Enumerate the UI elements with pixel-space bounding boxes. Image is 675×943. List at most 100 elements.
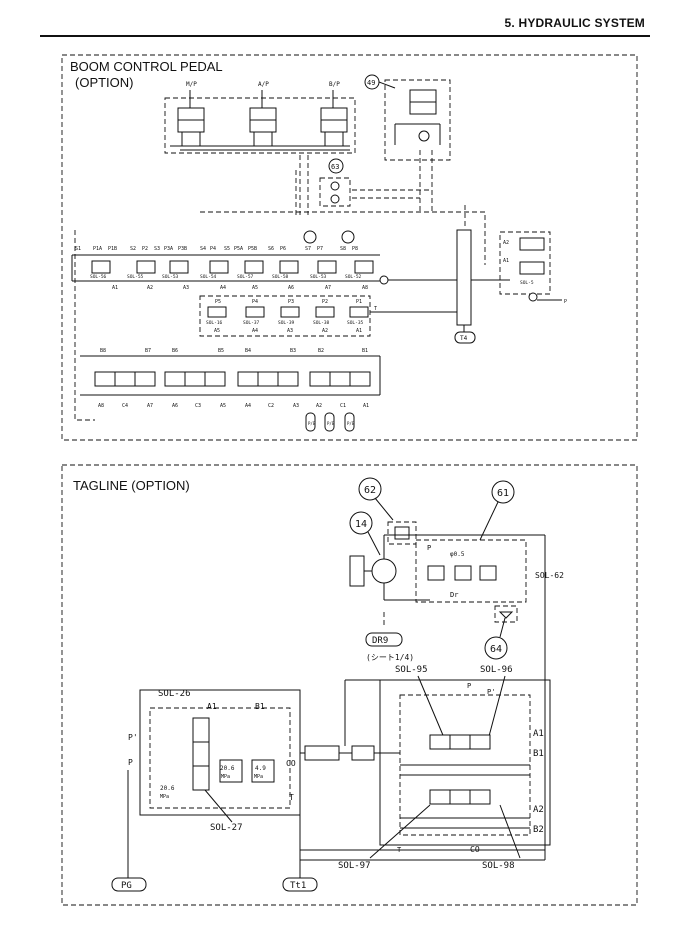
block61-orifice: φ0.5 bbox=[450, 551, 465, 558]
shuttle-63-group: 63 bbox=[319, 158, 351, 207]
row1-top-s7: S7 bbox=[305, 246, 311, 252]
row1-top-p5b: P5B bbox=[248, 246, 257, 252]
valve-block-61: P φ0.5 Dr SOL-62 bbox=[384, 534, 564, 680]
tagline-callouts: 62 61 14 64 bbox=[349, 477, 515, 660]
row1-top-s3: S3 bbox=[154, 246, 160, 252]
row3-top-b4: B4 bbox=[245, 348, 251, 354]
sol62-label: SOL-62 bbox=[535, 571, 564, 580]
motor-14 bbox=[349, 535, 397, 628]
right-block-pprime: P' bbox=[487, 688, 495, 696]
row3-top-b5: B5 bbox=[218, 348, 224, 354]
block61-p-label: P bbox=[427, 544, 431, 552]
row2-valves: P5 P4 P3 P2 P1 SOL-16 SOL-37 SOL-39 SOL-… bbox=[199, 295, 457, 337]
row3-bottom-a1: A1 bbox=[363, 403, 369, 409]
header-rule bbox=[40, 35, 650, 37]
pv-label-2: P/B bbox=[327, 421, 335, 426]
block61-dr: Dr bbox=[450, 591, 458, 599]
pedal-valves: M/P A/P B/P bbox=[170, 81, 350, 151]
row2-top-p2: P2 bbox=[322, 299, 328, 305]
row3-top-b1: B1 bbox=[362, 348, 368, 354]
sol26-label: SOL-26 bbox=[158, 689, 191, 699]
row3-bottom-a6: A6 bbox=[172, 403, 178, 409]
right-block-a2: A2 bbox=[533, 805, 544, 815]
press1-unit: MPa bbox=[221, 774, 230, 780]
row3-bottom-a7: A7 bbox=[147, 403, 153, 409]
row1-sol-8: SOL-52 bbox=[345, 274, 362, 280]
sheet-note: (シート1/4) bbox=[366, 653, 414, 662]
row1-top-p3a: P3A bbox=[164, 246, 173, 252]
row2-sol-1: SOL-16 bbox=[206, 320, 223, 326]
row1-sol-2: SOL-55 bbox=[127, 274, 144, 280]
row2-bottom-a2: A2 bbox=[322, 328, 328, 334]
press3-value: 20.6 bbox=[160, 785, 175, 792]
row1-sol-5: SOL-57 bbox=[237, 274, 254, 280]
row1-bottom-a6: A6 bbox=[288, 285, 294, 291]
left-block-p: P bbox=[128, 758, 133, 767]
pedal-label-mp: M/P bbox=[186, 81, 197, 88]
left-block-t: T bbox=[289, 793, 294, 802]
row2-bottom-a5: A5 bbox=[214, 328, 220, 334]
left-block-pprime: P' bbox=[128, 733, 138, 742]
row1-top-p5a: P5A bbox=[234, 246, 243, 252]
pg-label: PG bbox=[121, 881, 132, 891]
row1-sol-4: SOL-54 bbox=[200, 274, 217, 280]
press3-unit: MPa bbox=[160, 794, 169, 800]
tagline-panel-border bbox=[61, 464, 638, 906]
pilot-lines bbox=[200, 150, 486, 265]
right-block-b2: B2 bbox=[533, 825, 544, 835]
callout-62 bbox=[358, 477, 382, 501]
row3-bottom-a5: A5 bbox=[220, 403, 226, 409]
row1-top-p6: P6 bbox=[280, 246, 286, 252]
row3-bottom-a8: A8 bbox=[98, 403, 104, 409]
row2-bottom-a1: A1 bbox=[356, 328, 362, 334]
row1-bottom-a7: A7 bbox=[325, 285, 331, 291]
check-valves bbox=[300, 679, 400, 761]
row1-bottom-a2: A2 bbox=[147, 285, 153, 291]
row1-sol-1: SOL-56 bbox=[90, 274, 107, 280]
page-header-title: 5. HYDRAULIC SYSTEM bbox=[504, 16, 645, 30]
right-label-a2: A2 bbox=[503, 240, 509, 246]
row2-top-p4: P4 bbox=[252, 299, 258, 305]
tt1-label: Tt1 bbox=[290, 881, 306, 891]
right-label-sol5: SOL-5 bbox=[520, 280, 534, 286]
row3-bottom-c1: C1 bbox=[340, 403, 346, 409]
pedal-label-bp: B/P bbox=[329, 81, 340, 88]
pedal-49-group: 49 bbox=[364, 74, 451, 161]
left-block-a1: A1 bbox=[207, 702, 217, 711]
right-label-a1: A1 bbox=[503, 258, 509, 264]
row2-sol-2: SOL-37 bbox=[243, 320, 260, 326]
dr9-label: DR9 bbox=[372, 636, 388, 646]
row1-top-s1: S1 bbox=[75, 246, 81, 252]
row1-top-s4: S4 bbox=[200, 246, 206, 252]
row1-sol-7: SOL-53 bbox=[310, 274, 327, 280]
t4-label: T4 bbox=[460, 335, 468, 342]
row1-bottom-a8: A8 bbox=[362, 285, 368, 291]
pedal-valve-ap: A/P bbox=[249, 81, 277, 146]
row2-sol-4: SOL-38 bbox=[313, 320, 330, 326]
row2-top-p3: P3 bbox=[288, 299, 294, 305]
row3-top-b7: B7 bbox=[145, 348, 151, 354]
row3-top-b8: B8 bbox=[100, 348, 106, 354]
right-block-b1: B1 bbox=[533, 749, 544, 759]
row1-top-p2: P2 bbox=[142, 246, 148, 252]
pedal-group-box bbox=[164, 97, 356, 154]
tagline-bottom-lines: PG Tt1 bbox=[111, 680, 546, 892]
right-sol5-group: A2 A1 SOL-5 P bbox=[499, 231, 567, 305]
row1-sol-3: SOL-53 bbox=[162, 274, 179, 280]
row3-top-b6: B6 bbox=[172, 348, 178, 354]
row1-top-p7: P7 bbox=[317, 246, 323, 252]
right-label-p: P bbox=[564, 299, 567, 305]
pedal-valve-mp: M/P bbox=[177, 81, 205, 146]
row1-top-s6: S6 bbox=[268, 246, 274, 252]
dr9-group: DR9 (シート1/4) bbox=[365, 632, 414, 662]
callout-63-text: 63 bbox=[331, 163, 339, 171]
row1-valves: S1 P1A P1B S2 P2 S3 P3A P3B S4 P4 S5 P5A… bbox=[71, 230, 510, 291]
row1-bottom-a1: A1 bbox=[112, 285, 118, 291]
sol98-label: SOL-98 bbox=[482, 861, 515, 871]
callout-64-text: 64 bbox=[490, 644, 502, 655]
callout-64 bbox=[484, 636, 508, 660]
row2-sol-5: SOL-35 bbox=[347, 320, 364, 326]
sol96-label: SOL-96 bbox=[480, 665, 513, 675]
sol95-label: SOL-95 bbox=[395, 665, 428, 675]
